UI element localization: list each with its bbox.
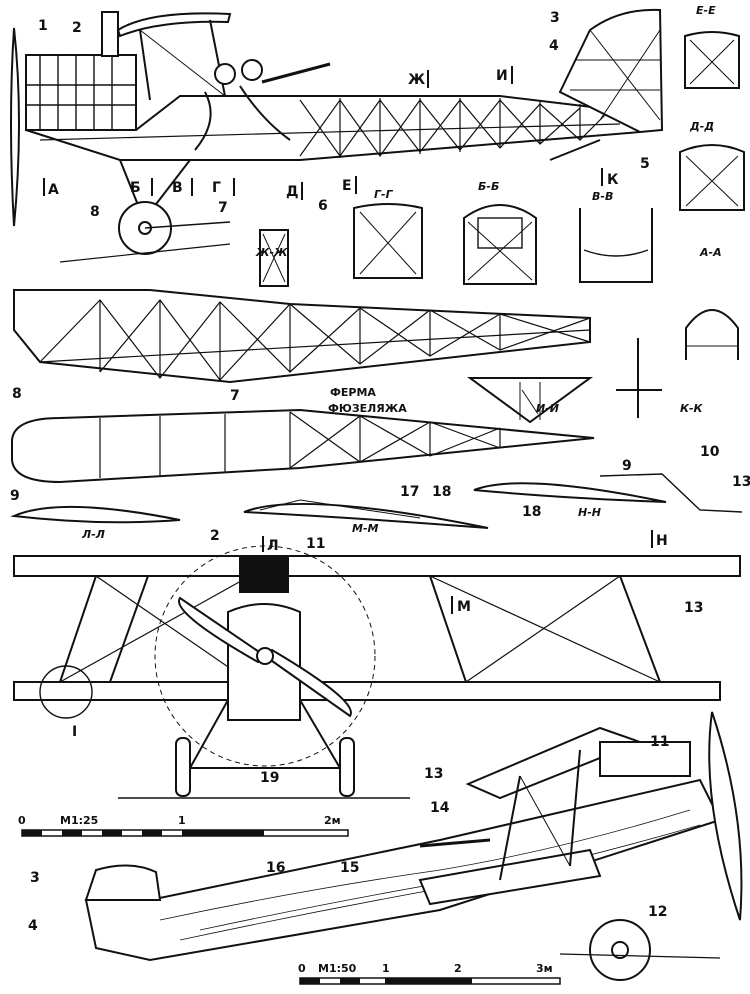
scale-side-ratio: М1:50 — [318, 962, 357, 975]
scale-front-zero: 0 — [18, 814, 26, 827]
callout-18-nn: 18 — [522, 504, 541, 520]
section-mm-label: М-М — [352, 522, 379, 535]
section-aa-label: А-А — [699, 246, 722, 259]
callout-4-sketch: 4 — [28, 918, 38, 934]
scale-bar-side — [299, 977, 561, 985]
perspective-sketch — [84, 711, 743, 981]
station-e: Е — [342, 178, 352, 194]
callout-18-mm: 18 — [432, 484, 451, 500]
section-dd-shape — [679, 144, 745, 211]
airfoil-section-ll — [10, 505, 181, 524]
station-a: А — [48, 182, 59, 198]
section-kk-label: К-К — [680, 402, 704, 415]
callout-6: 6 — [318, 198, 328, 214]
callout-7-truss: 7 — [230, 388, 240, 404]
callout-5: 5 — [640, 156, 650, 172]
section-ii-label: И-И — [536, 402, 559, 415]
station-k: К — [607, 172, 619, 188]
callout-1: 1 — [38, 18, 48, 34]
airfoil-section-nn — [473, 473, 743, 513]
front-view-aircraft — [13, 545, 741, 799]
station-zh: Ж — [408, 72, 425, 88]
callout-2: 2 — [72, 20, 82, 36]
callout-11-front: 11 — [306, 536, 325, 552]
callout-15: 15 — [340, 860, 359, 876]
station-l: Л — [267, 538, 279, 554]
section-nn-label: Н-Н — [578, 506, 601, 519]
callout-13-sketch: 13 — [424, 766, 443, 782]
truss-caption-line2: ФЮЗЕЛЯЖА — [328, 402, 407, 415]
section-bb-label: Б-Б — [478, 180, 499, 193]
callout-14: 14 — [430, 800, 450, 816]
callout-19: 19 — [260, 770, 279, 786]
callout-13-front: 13 — [684, 600, 703, 616]
callout-16: 16 — [266, 860, 285, 876]
side-view-aircraft — [10, 8, 664, 263]
station-b: Б — [130, 180, 141, 196]
callout-10: 10 — [700, 444, 720, 460]
callout-3: 3 — [550, 10, 560, 26]
truss-caption-line1: ФЕРМА — [330, 386, 376, 399]
callout-8-truss: 8 — [12, 386, 22, 402]
section-gg-shape — [353, 203, 423, 279]
section-bb-shape — [463, 204, 537, 285]
scale-front-ratio: М1:25 — [60, 814, 98, 827]
section-ll-label: Л-Л — [81, 528, 105, 541]
section-aa-shape — [685, 309, 739, 360]
scale-side-end: 3м — [536, 962, 553, 975]
callout-12: 12 — [648, 904, 667, 920]
station-i: И — [496, 68, 508, 84]
scale-front-one: 1 — [178, 814, 186, 827]
station-d: Д — [286, 184, 298, 200]
scale-side-two: 2 — [454, 962, 462, 975]
station-g: Г — [212, 180, 221, 196]
scale-side-zero: 0 — [298, 962, 306, 975]
scale-side-one: 1 — [382, 962, 390, 975]
fuselage-truss-side — [13, 289, 591, 384]
section-ii-shape — [466, 377, 594, 424]
section-vv-shape — [579, 208, 653, 283]
callout-11-sketch: 11 — [650, 734, 669, 750]
callout-7: 7 — [218, 200, 228, 216]
station-m: М — [457, 599, 471, 615]
section-zhzh-label: Ж-Ж — [255, 246, 288, 259]
section-ee-label: Е-Е — [696, 4, 716, 17]
scale-bar-front — [21, 829, 349, 837]
section-zhzh-shape — [259, 229, 289, 287]
section-gg-label: Г-Г — [374, 188, 394, 201]
callout-13-section: 13 — [732, 474, 750, 490]
section-ee-shape — [684, 31, 740, 89]
section-kk-shape — [616, 338, 662, 418]
callout-3-sketch: 3 — [30, 870, 40, 886]
callout-8: 8 — [90, 204, 100, 220]
scale-front-end: 2м — [324, 814, 341, 827]
station-n: Н — [656, 533, 668, 549]
callout-17: 17 — [400, 484, 419, 500]
callout-9-right: 9 — [622, 458, 632, 474]
section-vv-label: В-В — [592, 190, 613, 203]
station-markers: А Б В Г Д Е Ж И К Л М Н — [43, 66, 668, 615]
callout-9-left: 9 — [10, 488, 20, 504]
section-dd-label: Д-Д — [689, 120, 714, 133]
station-v: В — [172, 180, 183, 196]
detail-mark: I — [72, 724, 77, 740]
airfoil-section-mm — [243, 499, 489, 529]
callout-4: 4 — [549, 38, 559, 54]
callout-2-front: 2 — [210, 528, 220, 544]
fuselage-truss-top — [11, 408, 595, 484]
